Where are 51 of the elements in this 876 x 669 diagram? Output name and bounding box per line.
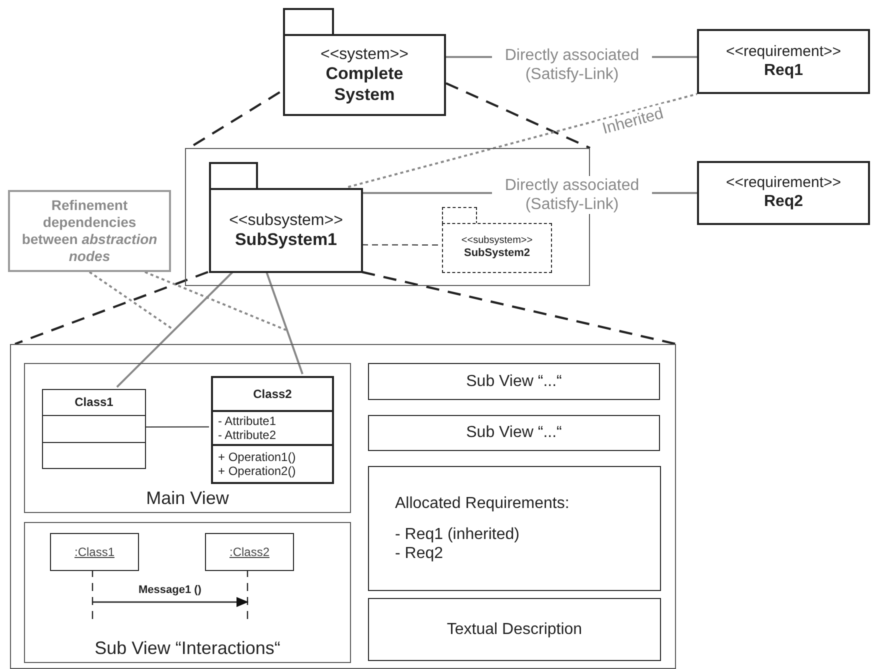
stereotype-label: <<requirement>> [726,174,842,192]
view-panel [368,415,660,451]
package-name: Complete System [324,64,404,105]
stereotype-label: <<requirement>> [726,42,842,61]
leader-line [88,271,175,331]
view-panel [24,522,351,663]
operation-list: + Operation1() + Operation2() [213,446,332,482]
requirement-name: Req2 [764,192,804,212]
dependency-line [348,93,698,188]
requirement-name: Req1 [764,60,804,80]
object-name: :Class2 [229,544,270,560]
requirements-panel [368,466,661,591]
class-name: Class1 [43,390,145,416]
trace-line [266,272,304,374]
panel-title: Sub View “...“ [466,423,562,443]
lifeline-box [50,533,139,571]
view-panel [24,363,351,513]
note-box [8,190,171,272]
panel-title: Sub View “Interactions“ [94,638,282,660]
attribute-list: - Attribute1 - Attribute2 [213,412,332,446]
panel-heading: Allocated Requirements: [395,494,570,513]
stereotype-label: <<subsystem>> [461,235,533,248]
trace-line [116,271,234,388]
leader-line [144,271,286,331]
message-arrow [92,597,248,608]
package-name: SubSystem1 [234,230,338,250]
view-panel [368,363,660,400]
requirement-box [697,161,870,225]
class-box [211,376,334,484]
panel-title: Main View [145,488,230,510]
class-name: Class2 [213,378,332,412]
package-box [209,162,363,273]
stereotype-label: <<system>> [320,45,409,64]
note-text: Refinement dependencies between abstraction nodes [20,197,158,265]
package-box [283,8,446,116]
edge-label: Directly associated (Satisfy-Link) [492,46,652,84]
package-name: SubSystem2 [464,247,530,261]
description-panel [368,598,661,661]
panel-title: Textual Description [446,620,582,640]
class-box [42,389,146,469]
object-name: :Class1 [74,544,114,560]
panel-title: Sub View “...“ [466,372,562,392]
zoom-line [362,270,676,346]
requirement-list: - Req1 (inherited) - Req2 [395,524,525,564]
zoom-line [14,270,208,346]
stereotype-label: <<subsystem>> [229,210,343,230]
lifeline-box [205,533,294,571]
zoom-frame [10,344,676,669]
requirement-box [697,29,870,94]
edge-label: Directly associated (Satisfy-Link) [492,176,652,214]
zoom-line [446,82,590,149]
